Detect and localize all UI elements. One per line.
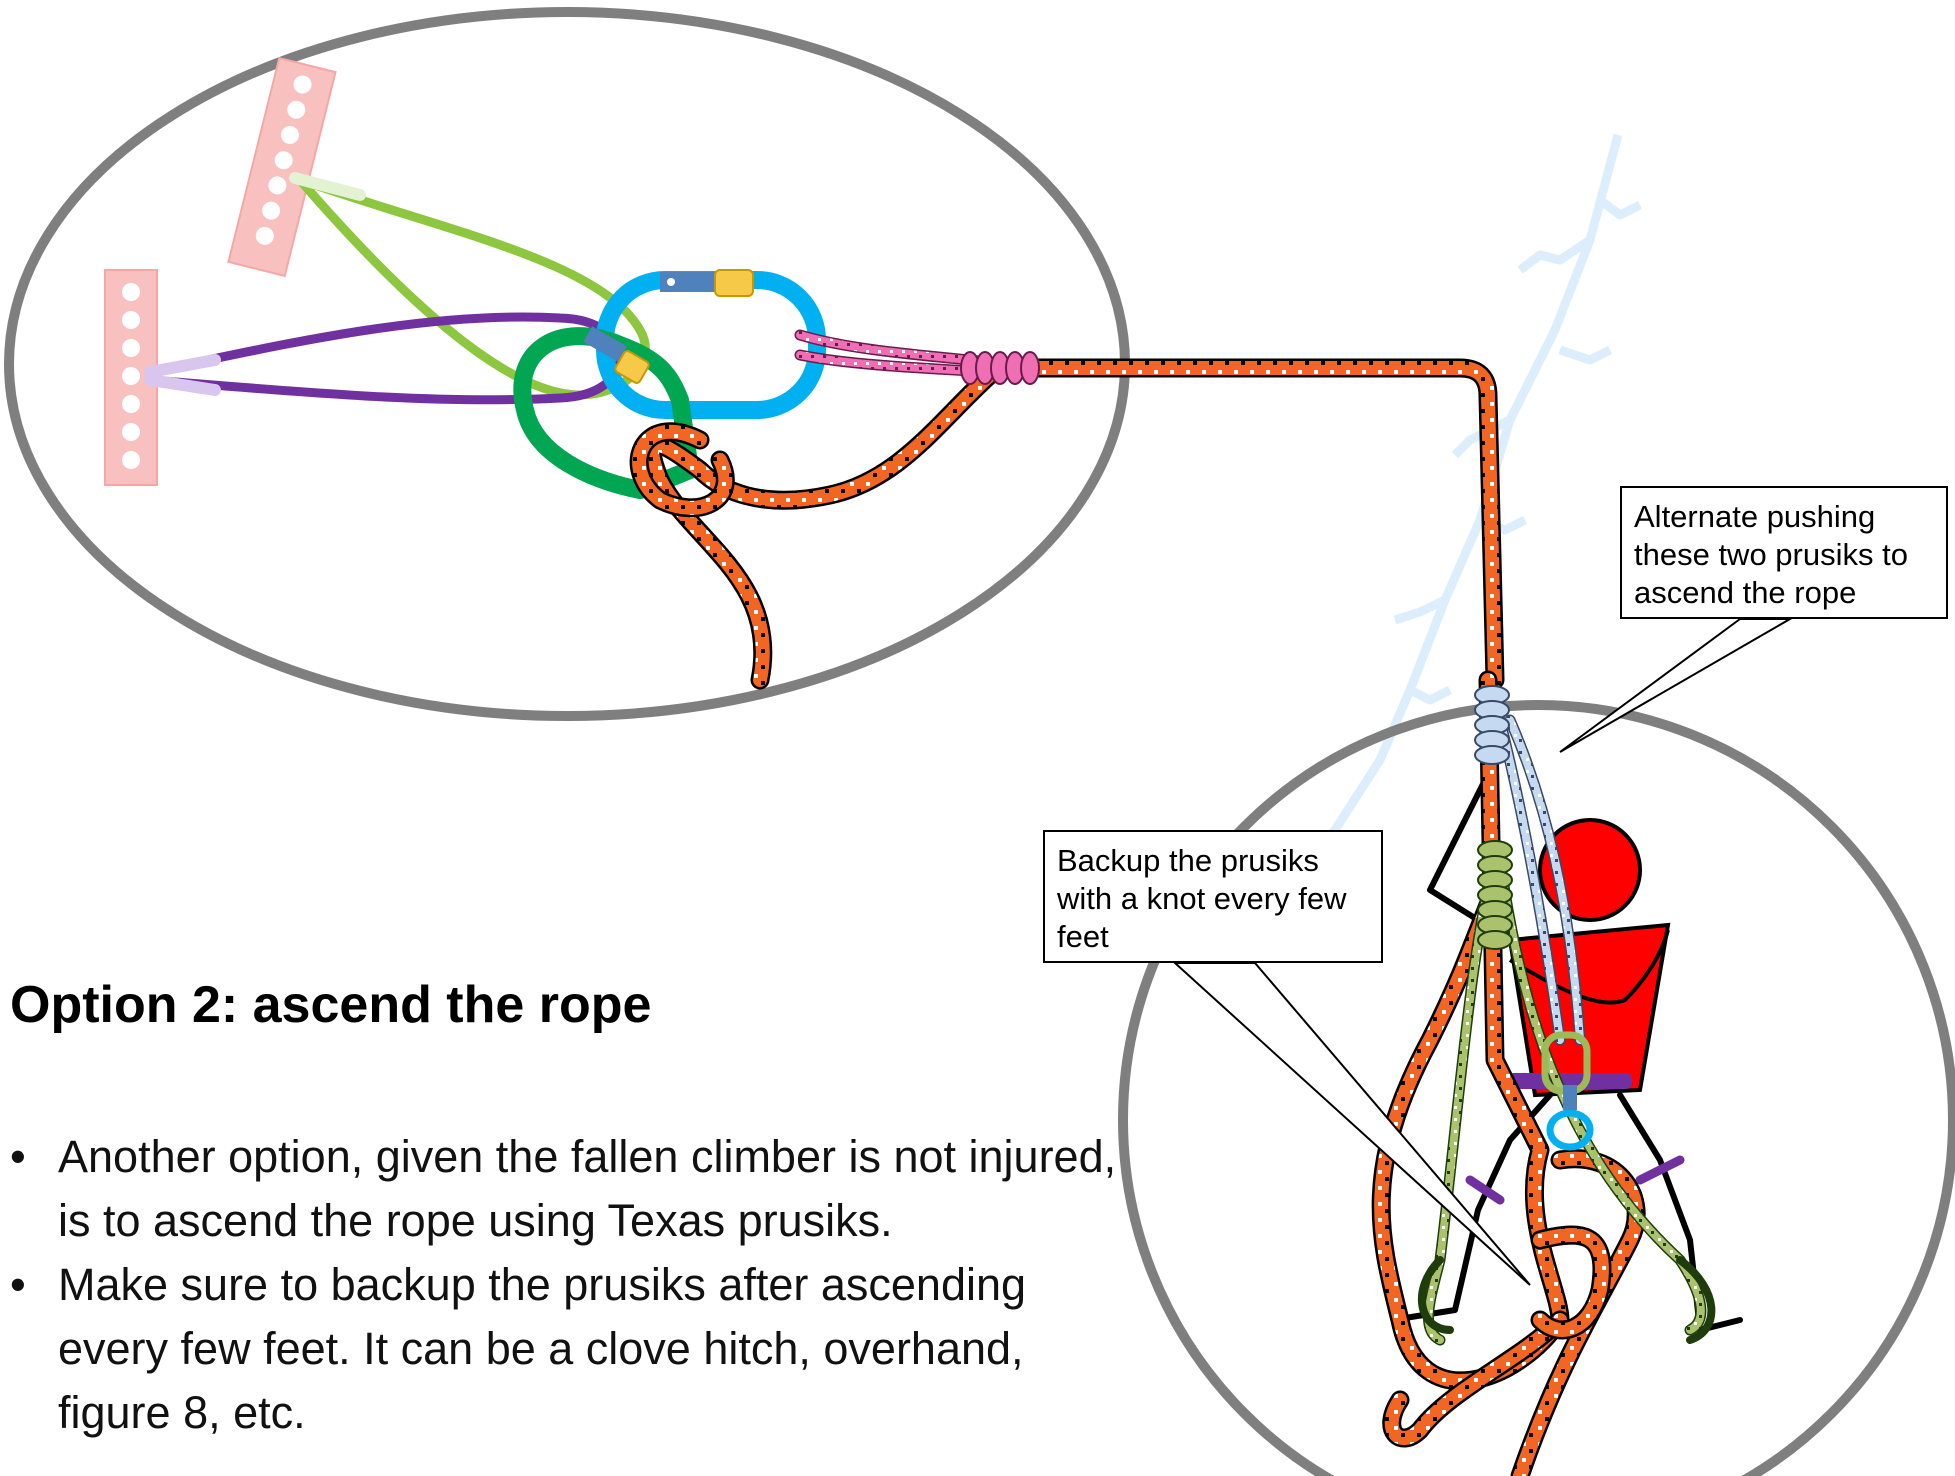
climber-figure-icon — [1405, 770, 1740, 1330]
callout-alternate-prusiks: Alternate pushing these two prusiks to a… — [1620, 486, 1948, 619]
rock-wall-outline — [1290, 135, 1640, 880]
callout-backup-knot: Backup the prusiks with a knot every few… — [1043, 830, 1383, 963]
pink-prusik — [800, 335, 1039, 384]
anchor-bolt-icon — [228, 58, 335, 276]
bullet-item: Another option, given the fallen climber… — [10, 1125, 1130, 1253]
bullet-list: Another option, given the fallen climber… — [10, 1125, 1130, 1445]
carabiner-icon — [605, 270, 817, 410]
anchor-slings — [150, 178, 645, 400]
slide-heading: Option 2: ascend the rope — [10, 975, 651, 1035]
bullet-item: Make sure to backup the prusiks after as… — [10, 1253, 1130, 1445]
